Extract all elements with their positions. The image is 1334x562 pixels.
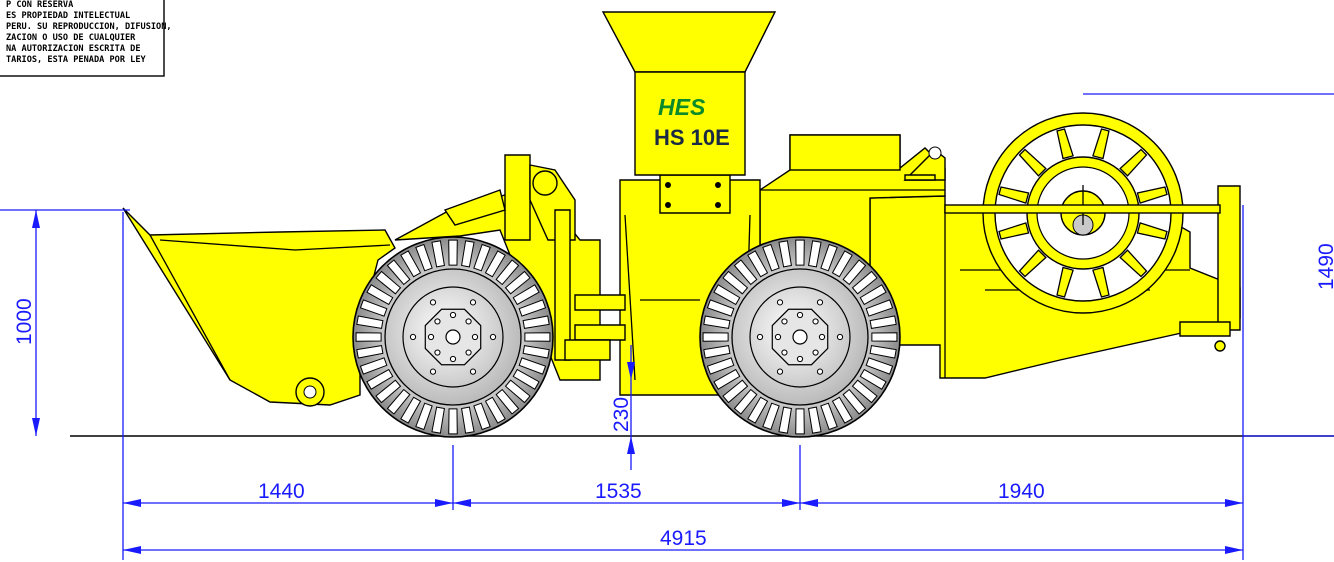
reel-spoke bbox=[1056, 266, 1074, 298]
notice-line: ES PROPIEDAD INTELECTUAL bbox=[6, 11, 130, 21]
notice-line: ZACION O USO DE CUALQUIER bbox=[6, 33, 136, 43]
dimensions: 1440 1535 1940 4915 1000 230 1490 bbox=[0, 93, 1334, 560]
reel-spoke bbox=[1119, 249, 1148, 278]
rear-wheel bbox=[699, 236, 901, 438]
dimension-bucket-height: 1000 bbox=[13, 298, 36, 345]
reel-spoke bbox=[1119, 148, 1148, 177]
dimension-rear-overhang: 1940 bbox=[998, 480, 1045, 503]
reel-spoke bbox=[1018, 249, 1047, 278]
notice-line: NA AUTORIZACION ESCRITA DE bbox=[6, 44, 141, 54]
copyright-notice: P CON RESERVA ES PROPIEDAD INTELECTUAL P… bbox=[0, 0, 172, 77]
reel-spoke bbox=[1092, 128, 1110, 160]
dimension-overall-height: 1490 bbox=[1315, 243, 1334, 290]
bucket bbox=[122, 207, 396, 406]
loader-machine: HES HS 10E bbox=[122, 11, 1241, 438]
reel-spoke bbox=[1056, 128, 1074, 160]
model-label: HS 10E bbox=[654, 125, 730, 150]
hopper: HES HS 10E bbox=[601, 11, 777, 176]
rear-bumper bbox=[1217, 185, 1241, 331]
reel-spoke bbox=[1018, 148, 1047, 177]
front-wheel bbox=[352, 236, 554, 438]
reel-spoke bbox=[998, 186, 1030, 204]
dimension-overall-length: 4915 bbox=[660, 527, 707, 550]
cable-reel bbox=[944, 112, 1221, 314]
brand-logo: HES bbox=[658, 94, 706, 120]
reel-spoke bbox=[1136, 186, 1168, 204]
dimension-ground-clearance: 230 bbox=[610, 397, 633, 432]
reel-spoke bbox=[1136, 222, 1168, 240]
reel-spoke bbox=[998, 222, 1030, 240]
reel-spoke bbox=[1092, 266, 1110, 298]
notice-line: PERU. SU REPRODUCCION, DIFUSION, bbox=[6, 22, 172, 32]
dimension-front-axle: 1440 bbox=[258, 480, 305, 503]
notice-line: TARIOS, ESTA PENADA POR LEY bbox=[6, 55, 147, 65]
notice-line: P CON RESERVA bbox=[6, 0, 74, 10]
dimension-wheelbase: 1535 bbox=[595, 480, 642, 503]
